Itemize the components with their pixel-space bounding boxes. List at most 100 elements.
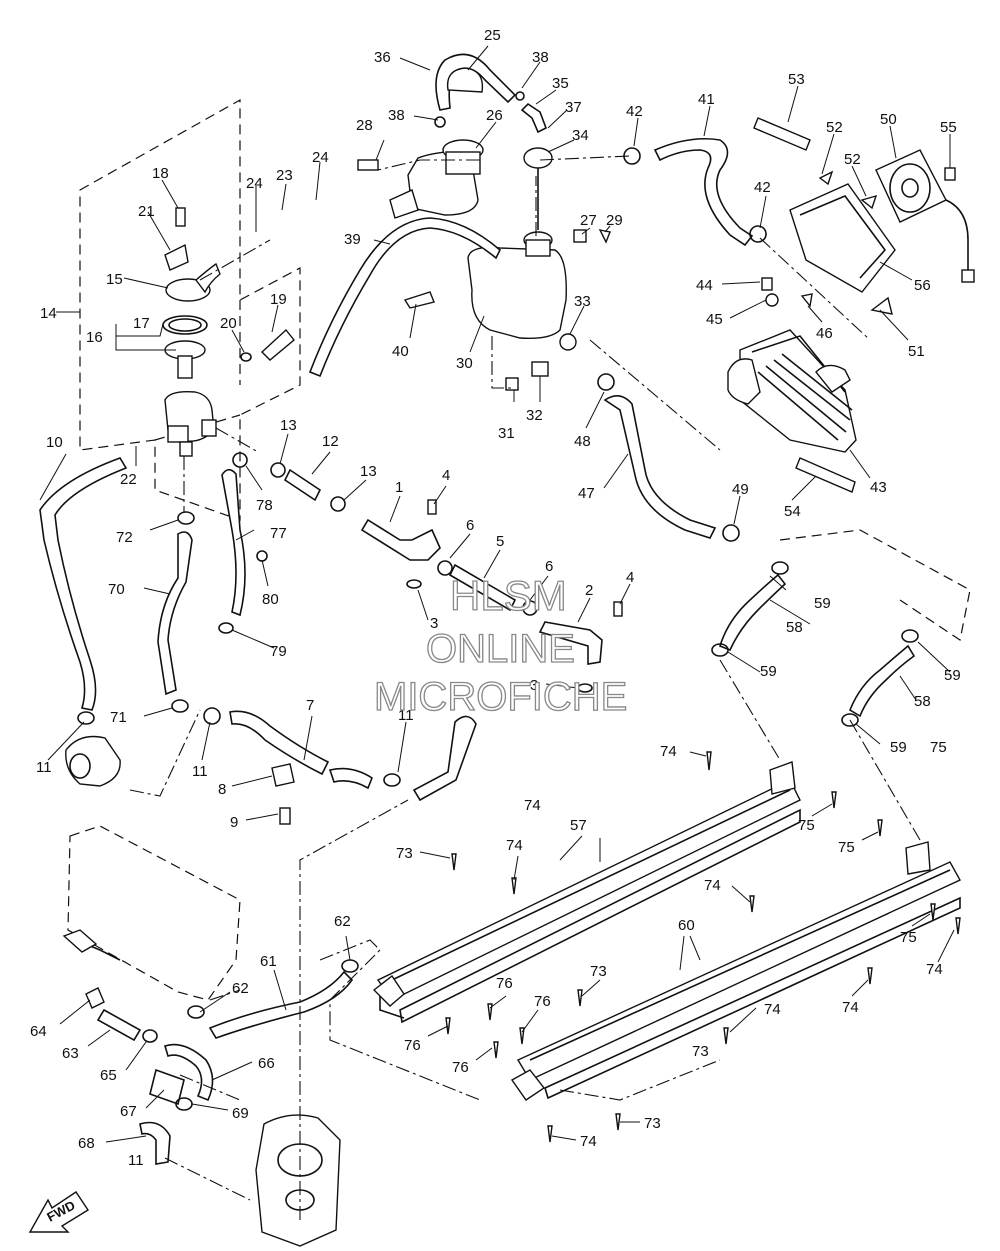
callout-75: 75 [838, 839, 855, 856]
callout-31: 31 [498, 425, 515, 442]
callout-52: 52 [826, 119, 843, 136]
callout-76: 76 [534, 993, 551, 1010]
callout-23: 23 [276, 167, 293, 184]
watermark-line-3: MICROFICHE [374, 675, 627, 719]
callout-16: 16 [86, 329, 103, 346]
callout-11: 11 [398, 707, 414, 724]
callout-55: 55 [940, 119, 957, 136]
callout-numbers: 1 2 3 3 4 4 5 6 6 7 8 9 10 11 11 11 11 1… [30, 27, 961, 1169]
callout-62: 62 [232, 980, 249, 997]
callout-73: 73 [396, 845, 413, 862]
callout-10: 10 [46, 434, 63, 451]
frame-rails-and-pipes [187, 529, 971, 1101]
callout-38: 38 [388, 107, 405, 124]
leader-lines [39, 45, 955, 1143]
callout-76: 76 [496, 975, 513, 992]
callout-41: 41 [698, 91, 715, 108]
callout-64: 64 [30, 1023, 47, 1040]
callout-61: 61 [260, 953, 277, 970]
callout-28: 28 [356, 117, 373, 134]
callout-75: 75 [900, 929, 917, 946]
callout-60: 60 [678, 917, 695, 934]
callout-69: 69 [232, 1105, 249, 1122]
callout-51: 51 [908, 343, 925, 360]
callout-79: 79 [270, 643, 287, 660]
callout-59: 59 [814, 595, 831, 612]
callout-13: 13 [360, 463, 377, 480]
callout-22: 22 [120, 471, 137, 488]
callout-32: 32 [526, 407, 543, 424]
callout-73: 73 [644, 1115, 661, 1132]
callout-76: 76 [452, 1059, 469, 1076]
callout-59: 59 [760, 663, 777, 680]
callout-67: 67 [120, 1103, 137, 1120]
callout-26: 26 [486, 107, 503, 124]
callout-42: 42 [626, 103, 643, 120]
callout-74: 74 [926, 961, 943, 978]
callout-80: 80 [262, 591, 279, 608]
callout-11: 11 [128, 1152, 144, 1169]
callout-57: 57 [570, 817, 587, 834]
callout-33: 33 [574, 293, 591, 310]
callout-40: 40 [392, 343, 409, 360]
watermark-line-2: ONLINE [426, 627, 575, 671]
callout-9: 9 [230, 814, 238, 831]
callout-52: 52 [844, 151, 861, 168]
callout-35: 35 [552, 75, 569, 92]
assembly-reference-lines [129, 155, 921, 1220]
callout-5: 5 [496, 533, 504, 550]
callout-11: 11 [36, 759, 52, 776]
callout-24: 24 [246, 175, 263, 192]
callout-38: 38 [532, 49, 549, 66]
callout-18: 18 [152, 165, 169, 182]
callout-48: 48 [574, 433, 591, 450]
filler-neck-and-reservoir [357, 53, 611, 391]
callout-2: 2 [585, 582, 593, 599]
callout-14: 14 [40, 305, 57, 322]
callout-44: 44 [696, 277, 713, 294]
callout-68: 68 [78, 1135, 95, 1152]
callout-34: 34 [572, 127, 589, 144]
callout-4: 4 [442, 467, 450, 484]
callout-75: 75 [930, 739, 947, 756]
callout-39: 39 [344, 231, 361, 248]
callout-63: 63 [62, 1045, 79, 1062]
radiator-and-fan [597, 117, 975, 542]
callout-37: 37 [565, 99, 582, 116]
callout-58: 58 [914, 693, 931, 710]
engine-block-outline [62, 825, 341, 1247]
callout-78: 78 [256, 497, 273, 514]
callout-53: 53 [788, 71, 805, 88]
callout-46: 46 [816, 325, 833, 342]
callout-70: 70 [108, 581, 125, 598]
callout-45: 45 [706, 311, 723, 328]
callout-29: 29 [606, 212, 623, 229]
callout-54: 54 [784, 503, 801, 520]
frame-fasteners [445, 751, 961, 1143]
callout-3: 3 [530, 677, 538, 694]
callout-74: 74 [580, 1133, 597, 1150]
forward-direction-arrow: FWD [28, 1191, 89, 1233]
callout-43: 43 [870, 479, 887, 496]
callout-36: 36 [374, 49, 391, 66]
callout-24: 24 [312, 149, 329, 166]
overflow-hose [308, 217, 501, 378]
callout-19: 19 [270, 291, 287, 308]
callout-8: 8 [218, 781, 226, 798]
callout-56: 56 [914, 277, 931, 294]
callout-27: 27 [580, 212, 597, 229]
callout-74: 74 [704, 877, 721, 894]
watermark: HLSM ONLINE MICROFICHE [373, 571, 628, 719]
callout-3: 3 [430, 615, 438, 632]
callout-21: 21 [138, 203, 155, 220]
callout-49: 49 [732, 481, 749, 498]
callout-74: 74 [842, 999, 859, 1016]
callout-74: 74 [506, 837, 523, 854]
callout-72: 72 [116, 529, 133, 546]
callout-4: 4 [626, 569, 634, 586]
callout-73: 73 [590, 963, 607, 980]
callout-7: 7 [306, 697, 314, 714]
callout-76: 76 [404, 1037, 421, 1054]
callout-75: 75 [798, 817, 815, 834]
